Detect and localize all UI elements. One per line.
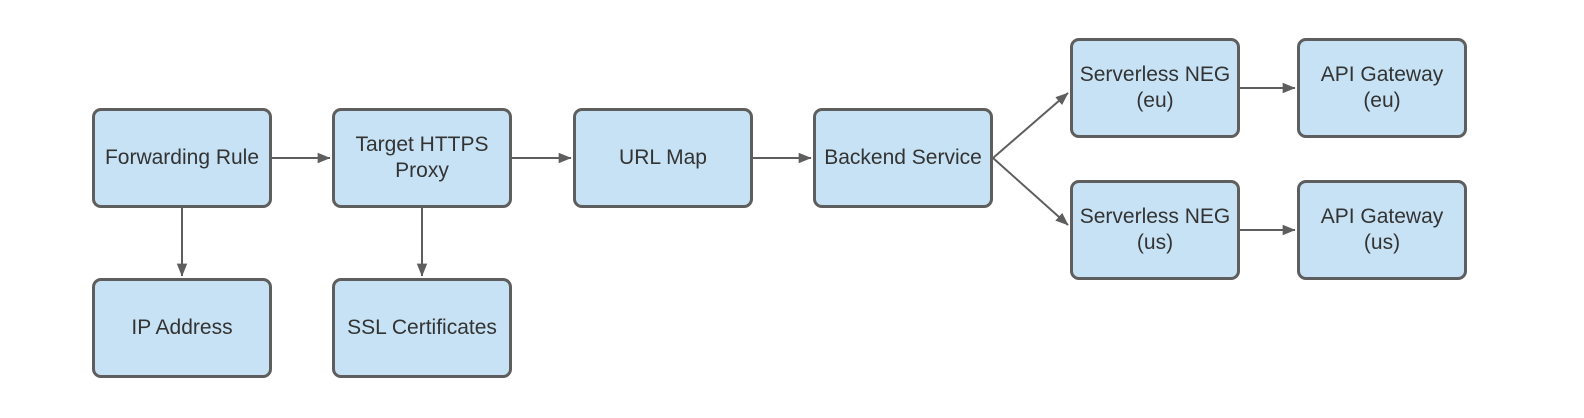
node-serverless-neg-eu: Serverless NEG (eu): [1070, 38, 1240, 138]
node-ip-address: IP Address: [92, 278, 272, 378]
connector-backend-service-to-serverless-neg-us: [992, 157, 1069, 226]
node-api-gateway-eu: API Gateway (eu): [1297, 38, 1467, 138]
node-forwarding-rule: Forwarding Rule: [92, 108, 272, 208]
node-url-map: URL Map: [573, 108, 753, 208]
connector-backend-service-to-serverless-neg-eu: [992, 92, 1069, 159]
node-serverless-neg-us: Serverless NEG (us): [1070, 180, 1240, 280]
node-api-gateway-us: API Gateway (us): [1297, 180, 1467, 280]
node-ssl-certificates: SSL Certificates: [332, 278, 512, 378]
node-target-https-proxy: Target HTTPS Proxy: [332, 108, 512, 208]
node-backend-service: Backend Service: [813, 108, 993, 208]
